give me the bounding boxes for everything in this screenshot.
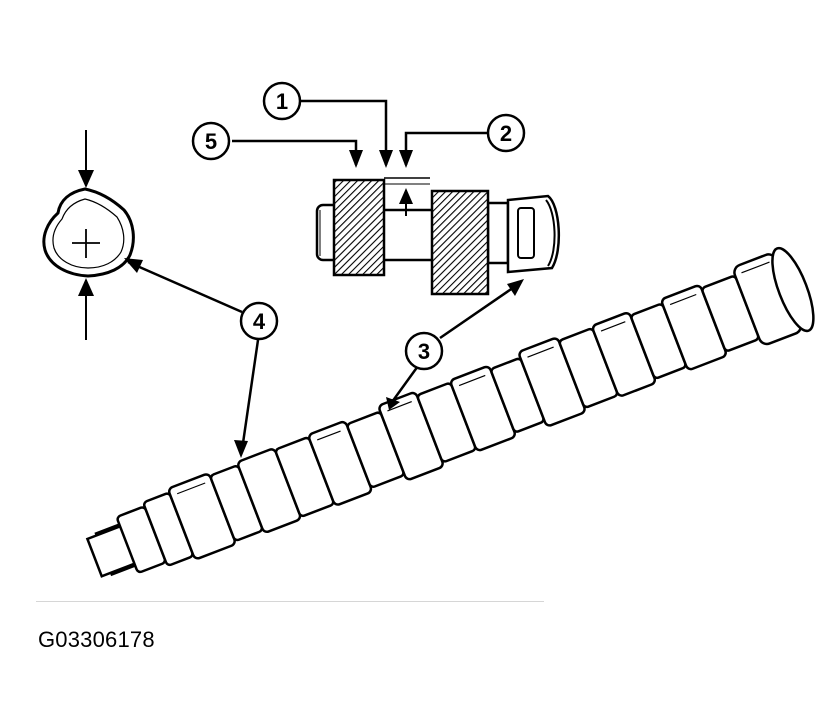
camshaft [85, 246, 815, 578]
callout-1: 1 [262, 81, 302, 121]
svg-text:1: 1 [276, 89, 288, 114]
hatched-lobe-right [430, 189, 490, 296]
callout-4: 4 [239, 301, 279, 341]
hatched-lobe-left [332, 178, 386, 277]
svg-text:3: 3 [418, 339, 430, 364]
lobe-detail-inset [315, 177, 561, 296]
plus-center-mark [72, 229, 100, 258]
svg-text:2: 2 [500, 121, 512, 146]
callout-5: 5 [191, 121, 231, 161]
measure-arrow-top [78, 130, 94, 188]
cam-lobe-profile [42, 130, 135, 340]
callout-2: 2 [486, 113, 526, 153]
callout-3: 3 [404, 331, 444, 371]
svg-text:5: 5 [205, 129, 217, 154]
measure-arrow-bottom [78, 278, 94, 340]
figure-id: G03306178 [38, 627, 155, 652]
leader-arrowheads [124, 150, 524, 458]
svg-text:4: 4 [253, 309, 266, 334]
caption-divider [36, 601, 544, 602]
